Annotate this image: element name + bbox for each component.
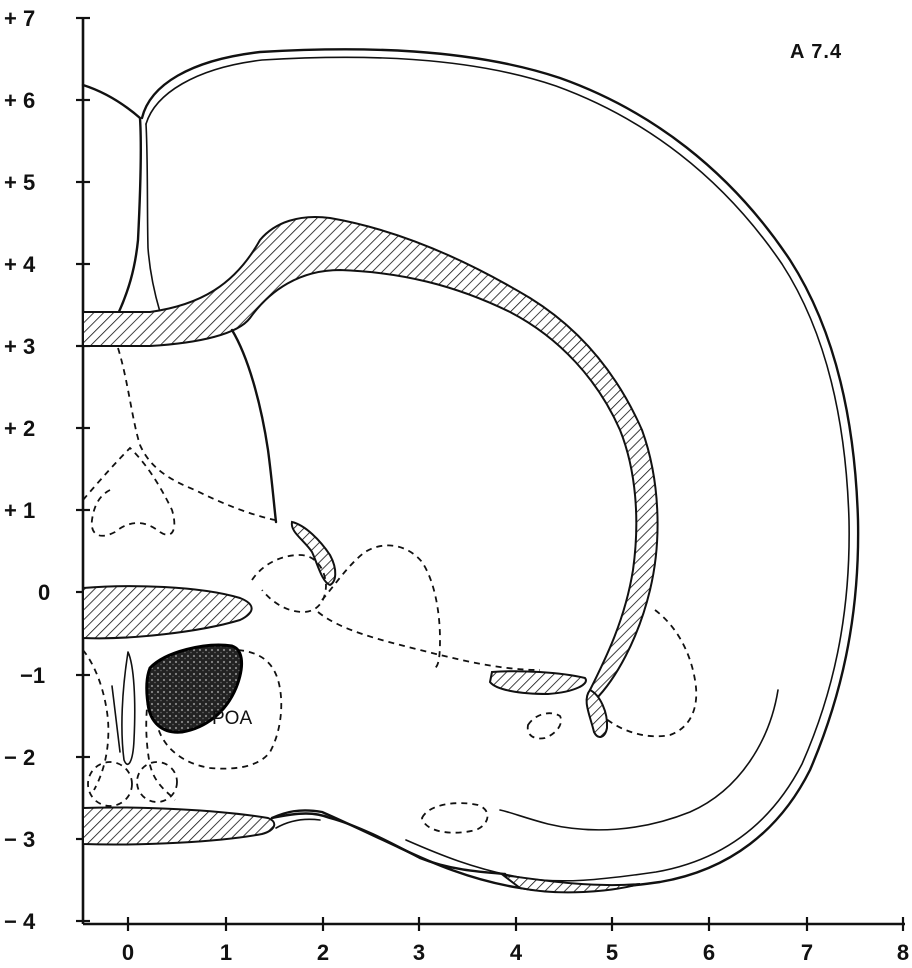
y-tick-label: + 6 — [4, 88, 35, 113]
anterior-commissure-limb — [292, 522, 335, 585]
x-tick-label: 0 — [122, 940, 134, 965]
optic-chiasm — [83, 807, 274, 844]
external-capsule-ventral — [490, 671, 586, 694]
x-tick-label: 5 — [606, 940, 618, 965]
y-tick-label: − 4 — [4, 909, 36, 934]
x-tick-label: 6 — [703, 940, 715, 965]
cortex-inner-curve — [500, 690, 778, 830]
cortex-outer-outline-inner — [146, 57, 849, 881]
y-tick-labels: + 7 + 6 + 5 + 4 + 3 + 2 + 1 0 −1 − 2 − 3… — [4, 6, 50, 934]
interhemispheric-fissure — [83, 85, 141, 314]
third-ventricle-border — [112, 686, 120, 752]
supraoptic-nucleus-right — [137, 762, 177, 802]
y-tick-label: − 2 — [4, 745, 35, 770]
cortex-outer-outline — [142, 49, 858, 891]
region-label: POA — [212, 708, 252, 729]
y-tick-label: + 3 — [4, 334, 35, 359]
x-tick-label: 7 — [801, 940, 813, 965]
interhemispheric-fissure-inner — [146, 124, 160, 312]
section-label: A 7.4 — [790, 41, 842, 63]
small-nucleus-ventral — [422, 803, 488, 833]
x-tick-label: 2 — [317, 940, 329, 965]
y-tick-label: − 3 — [4, 827, 35, 852]
thalamus-outline — [318, 612, 540, 670]
x-tick-labels: 0 1 2 3 4 5 6 7 8 — [122, 940, 909, 965]
anterior-commissure — [83, 586, 252, 638]
periventricular-outline-left — [83, 650, 108, 790]
caudate-putamen-outline — [252, 555, 326, 612]
y-tick-label: + 1 — [4, 498, 35, 523]
y-tick-label: + 5 — [4, 170, 35, 195]
ventral-gap-line — [276, 819, 320, 828]
y-tick-label: + 2 — [4, 416, 35, 441]
external-capsule-descending — [587, 690, 608, 737]
small-nucleus-lateral — [528, 713, 561, 738]
x-tick-label: 8 — [897, 940, 909, 965]
x-tick-label: 3 — [413, 940, 425, 965]
septal-nucleus-loop — [83, 448, 174, 536]
supraoptic-nucleus-left — [88, 762, 132, 806]
y-tick-label: + 4 — [4, 252, 36, 277]
y-tick-label: + 7 — [4, 6, 35, 31]
lateral-ventricle-wall — [232, 330, 276, 522]
third-ventricle — [122, 652, 135, 764]
y-tick-label: 0 — [38, 580, 50, 605]
x-tick-label: 1 — [220, 940, 232, 965]
x-tick-label: 4 — [510, 940, 523, 965]
y-tick-label: −1 — [20, 663, 45, 688]
